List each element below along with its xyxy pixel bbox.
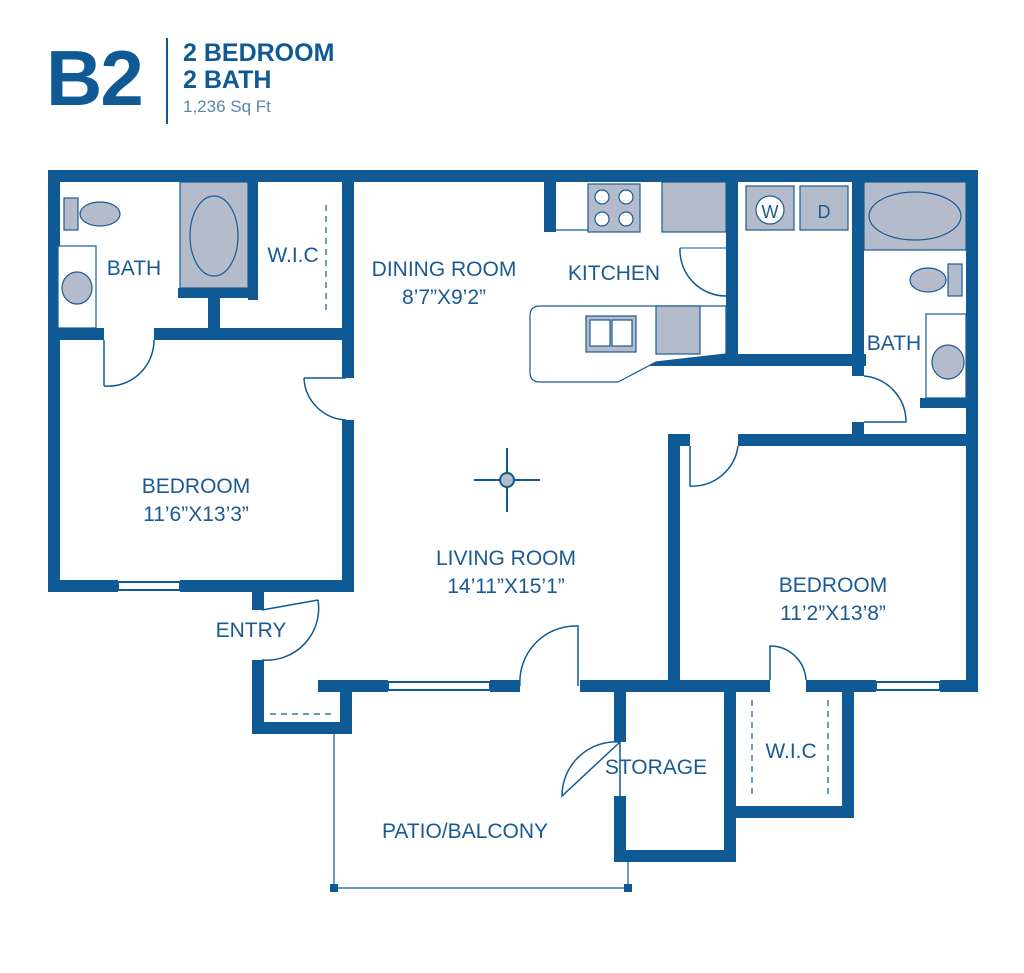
window-living: [387, 681, 491, 691]
patio-post-right: [624, 884, 632, 892]
closet-dashes: [270, 205, 829, 798]
label-bath-right: BATH: [867, 332, 921, 355]
dryer-icon: [799, 185, 849, 231]
label-storage: STORAGE: [605, 756, 707, 779]
door-left-bath: [103, 339, 155, 387]
doors: [103, 247, 907, 798]
patio-post-left: [330, 884, 338, 892]
bathtub-right-basin-icon: [868, 191, 962, 241]
toilet-right-icon: [909, 267, 947, 293]
label-dining-dimensions: 8’7”X9’2”: [402, 286, 486, 309]
patio-railing: [333, 734, 629, 889]
bathtub-basin-icon: [189, 195, 239, 277]
label-wic-top: W.I.C: [267, 244, 318, 267]
door-right-bedroom: [689, 445, 739, 487]
dishwasher-icon: [655, 305, 701, 355]
door-storage: [561, 741, 621, 798]
label-bedroom-right-dimensions: 11’2”X13’8”: [780, 602, 886, 625]
room-labels: BATH W.I.C DINING ROOM 8’7”X9’2” KITCHEN…: [107, 202, 921, 843]
label-bedroom-left: BEDROOM: [142, 475, 251, 498]
refrigerator-icon: [661, 181, 727, 233]
window-left-bedroom: [117, 581, 181, 591]
square-footage: 1,236 Sq Ft: [183, 97, 271, 116]
label-entry: ENTRY: [216, 619, 287, 642]
label-bath-left: BATH: [107, 257, 161, 280]
bath-count: 2 BATH: [183, 66, 272, 94]
label-wic-bottom: W.I.C: [765, 740, 816, 763]
stove-icon: [587, 183, 641, 233]
sink-icon: [61, 271, 93, 305]
door-patio: [519, 625, 579, 687]
walls: [48, 170, 978, 862]
door-right-bath: [863, 375, 907, 423]
door-laundry: [679, 247, 727, 297]
door-left-bedroom: [303, 377, 347, 421]
label-patio-balcony: PATIO/BALCONY: [382, 820, 548, 843]
washer-label: W: [762, 202, 779, 222]
door-bottom-wic: [769, 645, 807, 681]
label-bedroom-right: BEDROOM: [779, 574, 888, 597]
toilet-tank-left: [63, 197, 79, 231]
windows: [117, 581, 941, 691]
sink-right-icon: [931, 344, 965, 380]
fixtures: [57, 181, 967, 399]
plan-code: B2: [46, 34, 144, 122]
toilet-icon: [79, 201, 121, 227]
bedroom-count: 2 BEDROOM: [183, 39, 335, 67]
label-kitchen: KITCHEN: [568, 262, 660, 285]
label-bedroom-left-dimensions: 11’6”X13’3”: [143, 503, 249, 526]
plan-header: B2 2 BEDROOM 2 BATH 1,236 Sq Ft: [0, 0, 1024, 140]
label-dining-room: DINING ROOM: [372, 258, 517, 281]
window-right-bedroom: [875, 681, 941, 691]
label-living-dimensions: 14’11”X15’1”: [447, 575, 565, 598]
toilet-tank-right: [947, 263, 963, 297]
door-entry: [261, 599, 320, 661]
label-living-room: LIVING ROOM: [436, 547, 576, 570]
header-divider: [166, 38, 168, 124]
ceiling-fan-icon: [474, 448, 540, 512]
dryer-label: D: [818, 202, 831, 222]
